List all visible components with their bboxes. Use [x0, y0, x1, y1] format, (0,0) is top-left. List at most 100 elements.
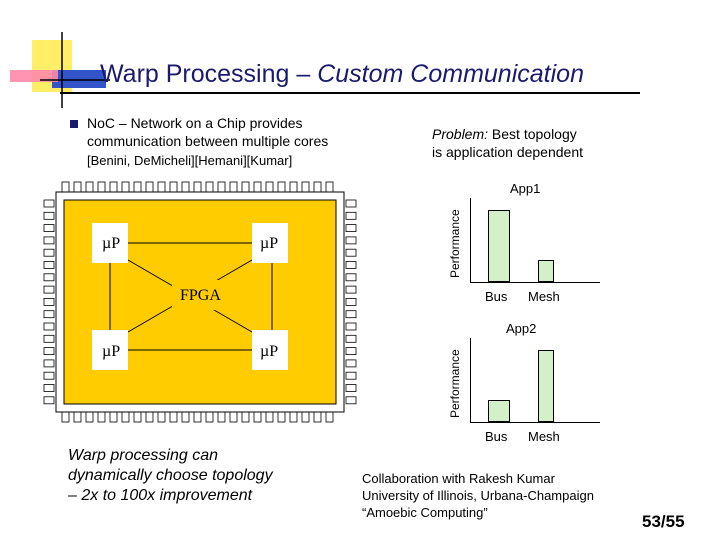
- chart-xlabel-mesh: Mesh: [528, 429, 560, 444]
- chip-pin: [313, 181, 322, 193]
- warp-line-3: – 2x to 100x improvement: [68, 487, 253, 504]
- chart-bar-mesh: [538, 260, 554, 282]
- chip-pin: [345, 273, 357, 282]
- chip-pin: [345, 310, 357, 319]
- chip-pin: [345, 384, 357, 392]
- chip-pin: [43, 371, 55, 380]
- collab-line-3: “Amoebic Computing”: [362, 505, 488, 520]
- chip-pin: [345, 199, 357, 208]
- noc-bullet-text: NoC – Network on a Chip provides communi…: [87, 114, 328, 150]
- core-top-left: [92, 223, 128, 263]
- chip-pin: [169, 411, 178, 423]
- chip-pin: [345, 334, 357, 343]
- chip-pin: [345, 236, 357, 245]
- chip-pin: [43, 384, 55, 392]
- chip-pin: [145, 181, 154, 193]
- chip-pin: [43, 334, 55, 343]
- chip-pin: [229, 411, 238, 423]
- core-bottom-left: [92, 330, 128, 370]
- core-label-top-right: µP: [260, 235, 278, 252]
- chart-app2: App2 Performance Bus Mesh: [440, 318, 620, 448]
- chip-pin: [345, 261, 357, 269]
- chip-pin: [43, 261, 55, 269]
- chip-pin: [181, 411, 190, 423]
- chip-pin: [345, 211, 357, 220]
- noc-chip-diagram: µP µP µP µP FPGA: [43, 181, 357, 423]
- chip-pin: [325, 181, 334, 193]
- deco-blue-bar: [52, 70, 106, 88]
- core-label-bottom-right: µP: [260, 343, 278, 360]
- chip-pin: [345, 248, 357, 257]
- chip-pin: [43, 285, 55, 294]
- core-label-top-left: µP: [102, 235, 120, 252]
- chart-title: App1: [510, 181, 541, 196]
- chip-pin: [241, 411, 250, 423]
- chip-pin: [157, 181, 166, 193]
- problem-line-2: is application dependent: [432, 144, 584, 160]
- chip-pin: [121, 181, 130, 193]
- chip-pin: [345, 359, 357, 368]
- chart-y-axis: [470, 338, 471, 423]
- citation-text: [Benini, DeMicheli][Hemani][Kumar]: [87, 153, 293, 168]
- chip-pin: [121, 411, 130, 423]
- chip-pin: [301, 181, 310, 193]
- chart-title: App2: [506, 321, 537, 336]
- chip-pin: [43, 322, 55, 331]
- decorative-corner-logo: [10, 32, 110, 108]
- chip-pin: [133, 411, 142, 423]
- chip-pin: [229, 181, 238, 193]
- chip-pin: [43, 211, 55, 220]
- slide-title-italic: Custom Communication: [317, 60, 584, 88]
- chip-pin: [301, 411, 310, 423]
- collab-line-1: Collaboration with Rakesh Kumar: [362, 471, 555, 486]
- chip-pin: [345, 285, 357, 294]
- chip-pin: [345, 396, 357, 405]
- deco-pink-bar: [10, 70, 58, 82]
- core-top-right: [252, 223, 288, 263]
- chip-pin: [193, 181, 202, 193]
- chip-pin: [97, 181, 106, 193]
- chip-pin: [109, 411, 118, 423]
- chart-bar-bus: [488, 210, 510, 282]
- chip-pin: [253, 411, 262, 423]
- chart-bar-bus: [488, 400, 510, 422]
- chart-bar-mesh: [538, 350, 554, 422]
- chip-pin: [345, 322, 357, 331]
- warp-line-1: Warp processing can: [68, 447, 218, 464]
- title-underline: [60, 92, 640, 94]
- problem-label: Problem:: [432, 126, 489, 142]
- chart-ylabel: Performance: [448, 209, 462, 278]
- core-label-bottom-left: µP: [102, 343, 120, 360]
- warp-line-2: dynamically choose topology: [68, 467, 273, 484]
- chip-pin: [345, 347, 357, 356]
- chip-pin: [97, 411, 106, 423]
- warp-summary-text: Warp processing can dynamically choose t…: [68, 446, 273, 506]
- chart-x-axis: [470, 422, 600, 423]
- collaboration-text: Collaboration with Rakesh Kumar Universi…: [362, 470, 594, 521]
- chip-pin: [43, 199, 55, 208]
- chip-pin: [73, 181, 82, 193]
- collab-line-2: University of Illinois, Urbana-Champaign: [362, 488, 594, 503]
- chip-pin: [241, 181, 250, 193]
- chart-y-axis: [470, 198, 471, 283]
- slide-title-main: Warp Processing –: [100, 60, 318, 88]
- problem-rest: Best topology: [488, 126, 577, 142]
- chip-pin: [169, 181, 178, 193]
- chart-ylabel: Performance: [448, 349, 462, 418]
- chip-pin: [43, 310, 55, 319]
- chip-pin: [325, 411, 334, 423]
- chip-pin: [289, 181, 298, 193]
- chip-pin: [313, 411, 322, 423]
- fpga-label: FPGA: [180, 287, 221, 304]
- core-bottom-right: [252, 330, 288, 370]
- chip-pin: [217, 181, 226, 193]
- chip-pin: [73, 411, 82, 423]
- chip-pin: [133, 181, 142, 193]
- chip-pin: [85, 411, 94, 423]
- chip-pin: [181, 181, 190, 193]
- chip-pin: [145, 411, 154, 423]
- chip-pin: [193, 411, 202, 423]
- chip-pin: [43, 347, 55, 356]
- chip-pin: [253, 181, 262, 193]
- chart-x-axis: [470, 282, 600, 283]
